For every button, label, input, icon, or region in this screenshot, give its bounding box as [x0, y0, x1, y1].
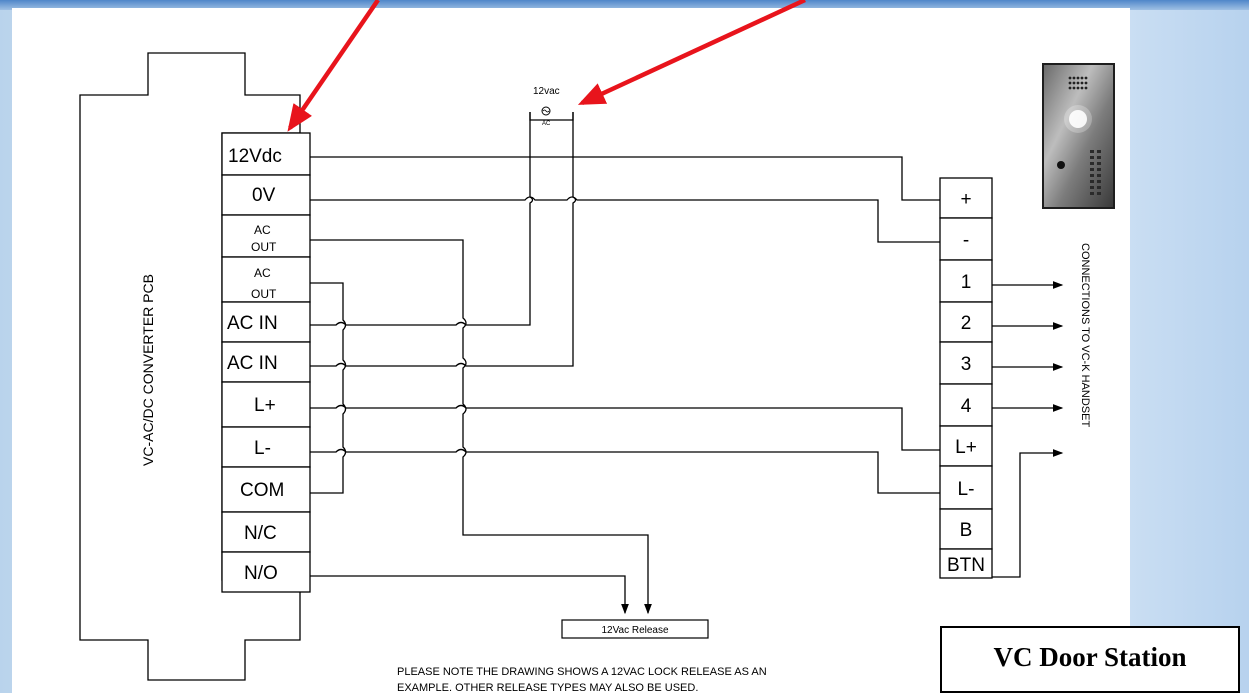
transformer-symbol-icon	[541, 106, 551, 116]
station-terminal-3: 3	[961, 354, 972, 375]
pcb-terminal-l-minus: L-	[254, 438, 271, 459]
pcb-terminal-l-plus: L+	[254, 395, 276, 416]
pcb-terminal-nc: N/C	[244, 523, 277, 544]
station-terminal-2: 2	[961, 313, 972, 334]
red-arrow-transformer	[577, 0, 806, 106]
door-station-photo	[1042, 63, 1115, 209]
note-line-2: EXAMPLE. OTHER RELEASE TYPES MAY ALSO BE…	[397, 682, 698, 693]
pcb-terminal-ac-out-1-line2: OUT	[251, 240, 277, 254]
lens-icon	[1057, 161, 1065, 169]
pcb-terminal-12vdc: 12Vdc	[228, 146, 282, 167]
station-terminal-1: 1	[961, 272, 972, 293]
station-terminal-l-minus: L-	[958, 479, 975, 500]
door-station-caption: VC Door Station	[993, 642, 1187, 672]
release-label: 12Vac Release	[601, 625, 669, 636]
pcb-terminal-block	[221, 132, 311, 593]
top-band	[0, 0, 1249, 10]
handset-connections-label: CONNECTIONS TO VC-K HANDSET	[1079, 243, 1091, 427]
station-terminal-b: B	[960, 520, 973, 541]
pcb-terminal-ac-in-1: AC IN	[227, 313, 278, 334]
pcb-label: VC-AC/DC CONVERTER PCB	[140, 274, 156, 466]
pcb-outline	[79, 52, 301, 681]
camera-light-icon	[1069, 110, 1087, 128]
pcb-terminal-ac-out-1-line1: AC	[254, 223, 271, 237]
transformer-box-wire	[529, 112, 574, 121]
transformer-ac-label: AC	[542, 121, 551, 127]
station-terminal-minus: -	[963, 230, 969, 251]
note-line-1: PLEASE NOTE THE DRAWING SHOWS A 12VAC LO…	[397, 666, 767, 678]
pcb-terminal-ac-out-2-line2: OUT	[251, 287, 277, 301]
pcb-terminal-com: COM	[240, 480, 284, 501]
station-terminal-block	[939, 177, 993, 579]
red-arrow-12vdc	[287, 0, 380, 132]
station-terminal-plus: +	[960, 189, 971, 210]
keypad-icon	[1090, 150, 1101, 195]
pcb-terminal-no: N/O	[244, 563, 278, 584]
station-terminal-4: 4	[961, 396, 972, 417]
release-box	[561, 619, 709, 639]
wires	[310, 112, 1064, 615]
pcb-terminal-ac-out-2-line1: AC	[254, 266, 271, 280]
station-terminal-l-plus: L+	[955, 437, 977, 458]
station-terminal-btn: BTN	[947, 555, 985, 576]
transformer-label: 12vac	[533, 86, 560, 97]
pcb-terminal-ac-in-2: AC IN	[227, 353, 278, 374]
door-station-caption-box: VC Door Station	[940, 626, 1240, 693]
pcb-terminal-0v: 0V	[252, 185, 276, 206]
transformer-wave-icon	[542, 109, 550, 113]
